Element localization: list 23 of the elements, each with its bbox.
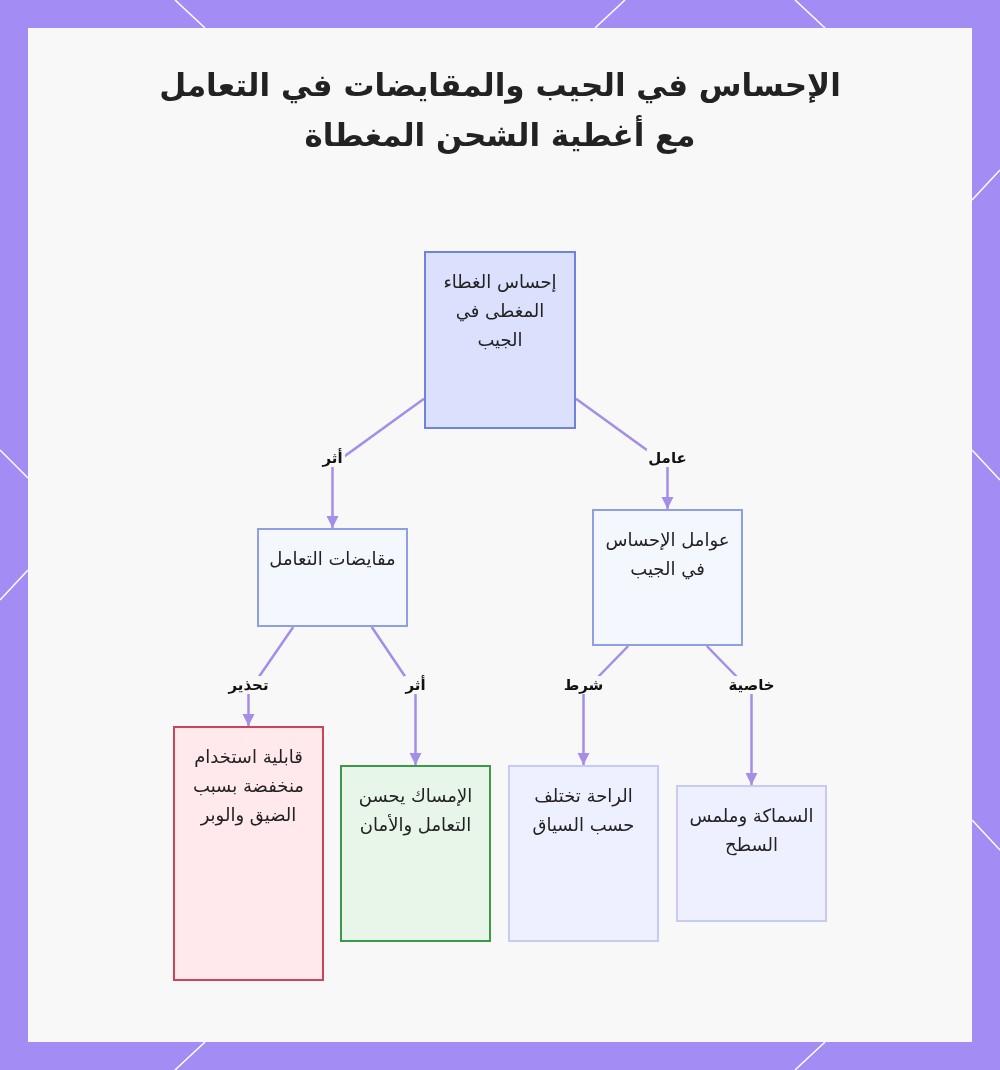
arrow xyxy=(370,626,422,765)
process-box xyxy=(173,726,324,981)
node-text: الإمساك يحسن التعامل والأمان xyxy=(357,784,474,838)
process-box xyxy=(592,509,743,646)
edge-label: خاصية xyxy=(726,676,777,694)
node-text: عوامل الإحساس في الجيب xyxy=(604,528,731,582)
arrow xyxy=(326,397,425,528)
process-box xyxy=(424,251,576,429)
process-box xyxy=(257,528,408,627)
edge-label: عامل xyxy=(646,449,689,467)
edge-label: تحذير xyxy=(226,676,271,694)
process-box xyxy=(508,765,659,942)
edge-label: شرط xyxy=(561,676,606,694)
process-box xyxy=(676,785,827,922)
node-text: الراحة تختلف حسب السياق xyxy=(531,784,636,837)
node-text: السماكة وملمس السطح xyxy=(688,804,815,858)
process-box xyxy=(340,765,491,942)
edge-label: أثر xyxy=(320,449,345,467)
edge-label: أثر xyxy=(403,676,428,694)
node-text: مقايضات التعامل xyxy=(269,547,396,571)
node-text: قابلية استخدام منخفضة بسبب الضيق والوبر xyxy=(192,745,305,828)
title: الإحساس في الجيب والمقايضات في التعامل مع أغطية الشحن المغطاة xyxy=(158,66,842,156)
node-text: إحساس الغطاء المغطى في الجيب xyxy=(442,270,558,352)
